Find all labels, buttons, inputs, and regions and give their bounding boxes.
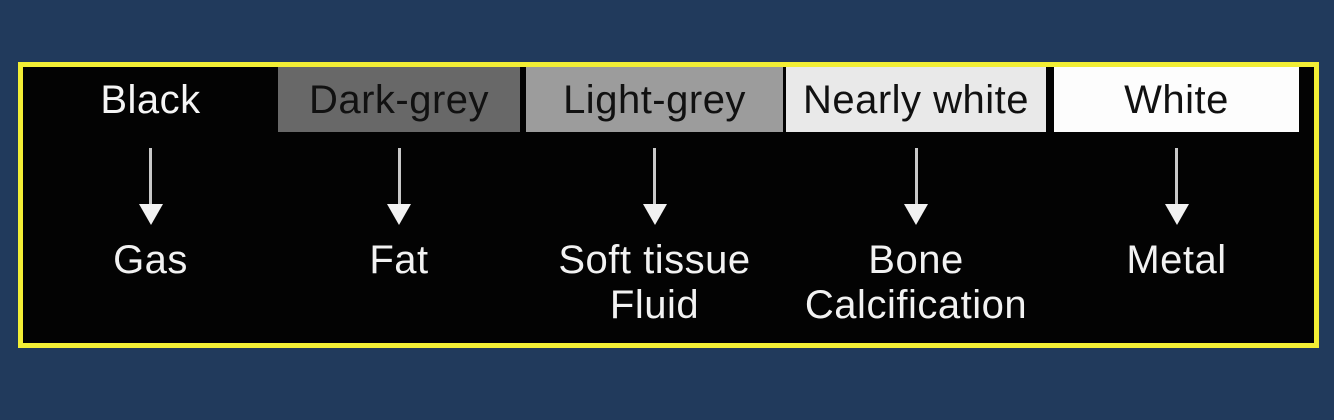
- shade-swatch-light-grey: Light-grey: [526, 67, 783, 132]
- column-dark-grey: Dark-grey Fat: [278, 67, 520, 343]
- arrow-stem: [397, 148, 401, 205]
- column-nearly-white: Nearly white Bone Calcification: [786, 67, 1046, 343]
- column-white: White Metal: [1054, 67, 1299, 343]
- meaning-label: Fat: [369, 238, 428, 283]
- arrow-stem: [1175, 148, 1178, 205]
- arrow-head: [904, 204, 928, 225]
- shade-label: Dark-grey: [308, 77, 490, 122]
- meaning-label: Metal: [1126, 238, 1226, 283]
- shade-swatch-dark-grey: Dark-grey: [278, 67, 520, 132]
- arrow-stem: [149, 148, 152, 205]
- shade-label: Black: [100, 77, 201, 122]
- meaning-line-1: Metal: [1126, 238, 1227, 282]
- arrow-head: [642, 204, 667, 225]
- down-arrow-icon: [904, 148, 928, 225]
- meaning-label: Bone Calcification: [805, 238, 1027, 328]
- shade-swatch-black: Black: [23, 67, 278, 132]
- arrow-head: [1164, 204, 1189, 225]
- shade-swatch-white: White: [1054, 67, 1299, 132]
- meaning-label: Soft tissue Fluid: [558, 238, 750, 328]
- arrow-stem: [653, 148, 656, 205]
- meaning-line-1: Fat: [369, 238, 429, 282]
- down-arrow-icon: [642, 148, 667, 225]
- arrow-head: [387, 204, 411, 225]
- meaning-line-1: Bone: [868, 238, 964, 282]
- down-arrow-icon: [1164, 148, 1189, 225]
- arrow-stem: [914, 148, 918, 205]
- meaning-label: Gas: [113, 238, 188, 283]
- down-arrow-icon: [387, 148, 411, 225]
- arrow-head: [138, 204, 163, 225]
- down-arrow-icon: [138, 148, 163, 225]
- shade-label: Nearly white: [802, 77, 1030, 122]
- column-black: Black Gas: [23, 67, 278, 343]
- meaning-line-1: Soft tissue: [558, 238, 751, 282]
- shade-swatch-nearly-white: Nearly white: [786, 67, 1046, 132]
- meaning-line-2: Calcification: [804, 283, 1028, 327]
- shade-label: Light-grey: [563, 77, 746, 122]
- shade-label: White: [1124, 77, 1229, 122]
- meaning-line-2: Fluid: [609, 283, 700, 327]
- diagram-canvas: Black Gas Dark-grey Fat: [23, 67, 1314, 343]
- greyscale-density-diagram: Black Gas Dark-grey Fat: [18, 62, 1319, 348]
- column-light-grey: Light-grey Soft tissue Fluid: [526, 67, 783, 343]
- meaning-line-1: Gas: [113, 238, 188, 282]
